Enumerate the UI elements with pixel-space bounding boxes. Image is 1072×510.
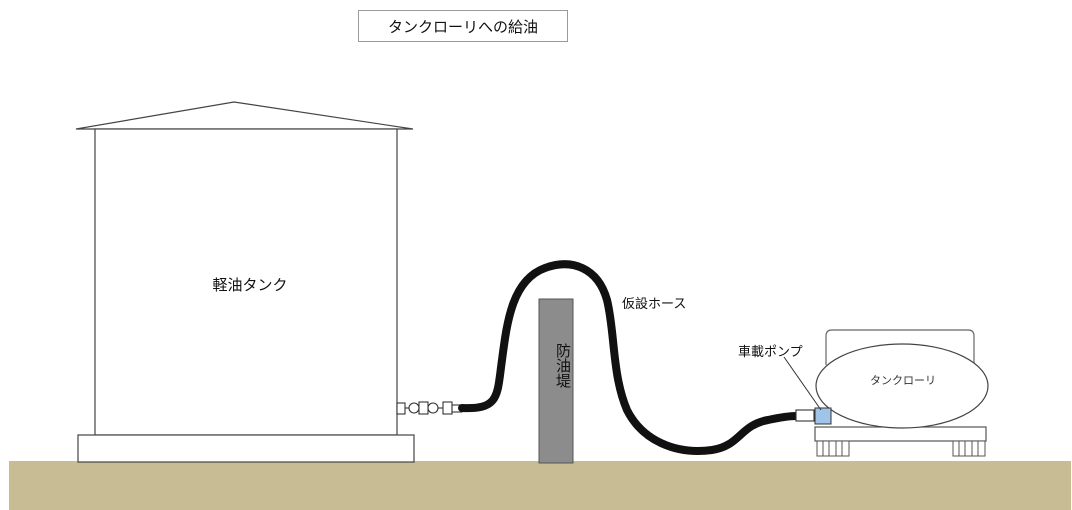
temporary-hose-label: 仮設ホース	[622, 297, 687, 312]
ground	[9, 461, 1071, 510]
temporary-hose	[458, 260, 800, 455]
tank-body	[94, 128, 398, 436]
onboard-pump-label: 車載ポンプ	[738, 345, 803, 360]
front-wheels	[816, 440, 850, 457]
pump-leader-line	[783, 356, 822, 411]
diagram-title: タンクローリへの給油	[358, 10, 568, 42]
tank-base	[77, 434, 415, 463]
lorry-tank	[815, 343, 989, 429]
lorry-chassis	[814, 426, 987, 442]
pump-coupling	[795, 409, 815, 422]
onboard-pump	[814, 407, 832, 425]
tank-lorry	[814, 329, 989, 457]
diesel-tank-label: 軽油タンク	[212, 276, 288, 294]
tank-roof	[75, 101, 414, 130]
diesel-tank	[75, 101, 415, 463]
oil-dike	[538, 298, 574, 464]
oil-dike-label: 防油堤	[554, 343, 572, 388]
rear-wheels	[952, 440, 986, 457]
tank-lorry-label: タンクローリ	[870, 374, 936, 387]
outlet-valve	[396, 401, 463, 415]
